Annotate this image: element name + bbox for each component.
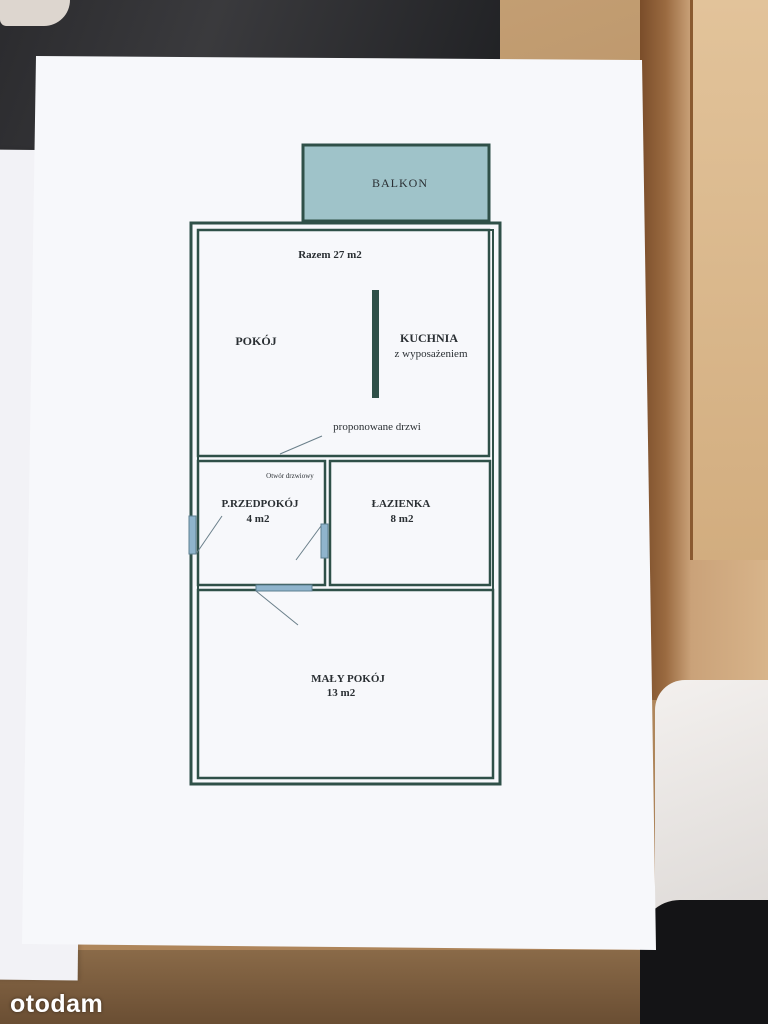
entrance-door bbox=[188, 515, 197, 555]
room-label: POKÓJ bbox=[235, 334, 276, 348]
door-opening-label: Otwór drzwiowy bbox=[266, 472, 314, 480]
white-fabric bbox=[655, 680, 768, 940]
hallway-area: 4 m2 bbox=[247, 513, 270, 525]
kitchen-label: KUCHNIA bbox=[400, 331, 458, 345]
partition-wall bbox=[372, 290, 379, 398]
proposed-door-pointer bbox=[279, 435, 323, 455]
proposed-door-label: proponowane drzwi bbox=[333, 421, 421, 433]
small-room-door-swing bbox=[255, 590, 299, 626]
floor-area bbox=[0, 950, 660, 1024]
balcony-area bbox=[301, 143, 491, 223]
small-room-walls bbox=[196, 588, 495, 780]
small-room-label: MAŁY POKÓJ bbox=[311, 673, 385, 685]
wooden-panel bbox=[690, 0, 768, 560]
small-room-area: 13 m2 bbox=[327, 687, 356, 699]
outer-wall bbox=[189, 221, 502, 786]
background-object bbox=[0, 0, 70, 26]
bathroom-area: 8 m2 bbox=[391, 513, 414, 525]
balcony-label: BALKON bbox=[372, 176, 428, 190]
bathroom-door-swing bbox=[295, 525, 322, 561]
black-fabric bbox=[640, 900, 768, 1024]
bathroom-label: ŁAZIENKA bbox=[372, 498, 431, 510]
main-room-walls bbox=[196, 228, 491, 458]
total-area-label: Razem 27 m2 bbox=[298, 249, 362, 261]
bathroom-walls bbox=[328, 459, 492, 587]
hallway-label: P.RZEDPOKÓJ bbox=[222, 498, 299, 510]
kitchen-note: z wyposażeniem bbox=[395, 348, 468, 360]
watermark-logo: otodam bbox=[10, 990, 104, 1018]
entrance-door-swing bbox=[195, 515, 223, 555]
small-room-door bbox=[255, 584, 313, 592]
bathroom-door bbox=[320, 523, 329, 559]
